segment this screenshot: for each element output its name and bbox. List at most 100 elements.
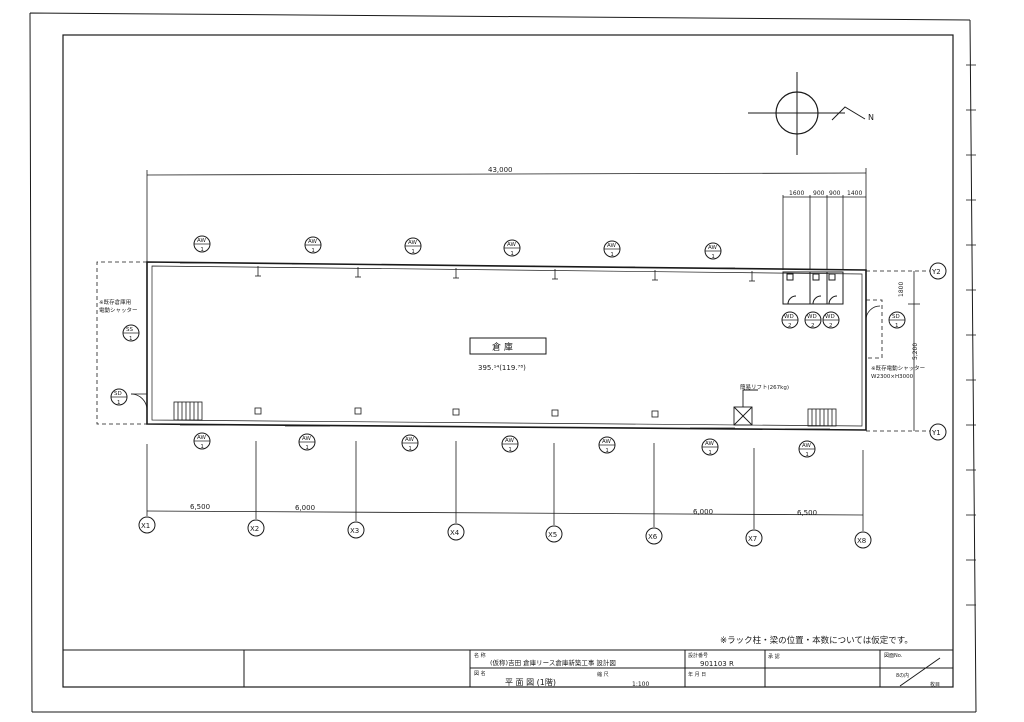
grid-x3-label: X3: [350, 527, 359, 535]
right-note-line1: ※既存電動シャッター: [871, 364, 925, 372]
dim-bottom-1: 6,500: [190, 503, 210, 511]
window-tag-top-2: AW 1: [304, 236, 322, 254]
tag-ss-code: SS: [126, 327, 133, 333]
tb-sheet-no: 8の内: [896, 672, 909, 679]
grid-bubble-x7: X7: [745, 529, 763, 547]
window-tag-num: 1: [708, 450, 712, 456]
window-tag-bottom-3: AW 1: [401, 434, 419, 452]
grid-bubble-x8: X8: [854, 531, 872, 549]
window-tag-bottom-6: AW 1: [701, 438, 719, 456]
tag-sd-left-code: SD: [114, 391, 122, 397]
title-block: [63, 649, 953, 687]
tb-scale-label: 縮 尺: [597, 671, 609, 678]
right-edge-ticks: [966, 64, 976, 606]
north-arrow-icon: [748, 72, 866, 155]
tag-sd-right-code: SD: [892, 314, 900, 320]
window-tag-num: 1: [311, 248, 315, 254]
dim-1400: 1400: [847, 190, 862, 197]
window-tag-top-6: AW1: [704, 242, 722, 260]
window-tag-num: 1: [711, 254, 715, 260]
window-tag-code: AW: [507, 242, 516, 248]
window-tag-code: AW: [308, 239, 317, 245]
tb-date-label: 年 月 日: [688, 671, 706, 678]
window-tag-code: AW: [802, 443, 811, 449]
drawing-frame: [62, 34, 954, 688]
room-name: 倉 庫: [492, 341, 513, 353]
grid-y1-label: Y1: [931, 429, 941, 437]
tb-name-value: (仮称)吉田 倉庫リース倉庫新築工事 設計図: [490, 658, 616, 667]
window-tag-num: 1: [200, 247, 204, 253]
window-tag-num: 1: [610, 252, 614, 258]
room-name-box: [469, 337, 547, 355]
dim-bottom-2: 6,000: [295, 504, 315, 512]
window-tag-top-4: AW 1: [503, 239, 521, 257]
door-tag-wd-2: WD 2: [804, 311, 822, 329]
lift-icon: [733, 389, 758, 426]
tb-scale: 1:100: [632, 681, 649, 688]
door-tag-sd-right: SD 1: [888, 311, 906, 329]
door-tag-wd-3: WD 2: [822, 311, 840, 329]
tag-wd-1-num: 2: [788, 323, 792, 329]
window-tag-bottom-1: AW1: [193, 432, 211, 450]
window-tag-code: AW: [405, 437, 414, 443]
window-tag-num: 1: [605, 448, 609, 454]
rack-columns: [254, 266, 755, 418]
grid-bubble-x1: X1: [138, 516, 156, 534]
dim-bottom-4: 6,500: [797, 509, 817, 517]
window-tag-bottom-5: AW 1: [598, 436, 616, 454]
grid-x8-label: X8: [857, 537, 866, 545]
top-window-marks: [180, 262, 735, 269]
grid-x4-label: X4: [450, 529, 460, 537]
dim-1800: 1800: [898, 282, 905, 297]
tb-drawing-no: 901103 R: [700, 660, 734, 668]
door-tag-sd-left: SD 1: [110, 388, 128, 406]
window-tag-code: AW: [302, 436, 311, 442]
grid-bubble-x4: X4: [447, 523, 465, 541]
grid-bubble-x3: X3: [347, 521, 365, 539]
grid-bubble-x6: X6: [645, 527, 663, 545]
tb-sheet-label: 図面No.: [884, 653, 903, 659]
tag-wd-1-code: WD: [784, 314, 794, 320]
window-tag-bottom-2: AW 1: [298, 433, 316, 451]
grid-x2-label: X2: [250, 525, 259, 533]
window-tag-code: AW: [705, 441, 714, 447]
window-tag-code: AW: [505, 438, 514, 444]
grid-x7-label: X7: [748, 535, 757, 543]
wc-block: [782, 271, 844, 305]
bottom-dimension-line: [146, 510, 864, 516]
window-tag-num: 1: [805, 452, 809, 458]
top-right-dimension-chain: [782, 195, 866, 270]
building-inner-wall: [151, 265, 863, 427]
tag-sd-right-num: 1: [895, 323, 899, 329]
grid-bubble-x2: X2: [247, 519, 265, 537]
left-door-swing: [130, 393, 148, 411]
window-tag-num: 1: [408, 446, 412, 452]
tag-sd-left-num: 1: [117, 400, 121, 406]
dim-1600: 1600: [789, 190, 804, 197]
tb-approve-label: 承 認: [768, 653, 780, 660]
tb-sheet-corner: 枚目: [930, 681, 940, 688]
left-note-line2: 電動シャッター: [99, 306, 138, 314]
window-tag-code: AW: [602, 439, 611, 445]
window-tag-bottom-4: AW 1: [501, 435, 519, 453]
dim-5200: 5,200: [912, 343, 919, 360]
overall-dimension-line: [146, 168, 867, 270]
tag-wd-2-num: 2: [811, 323, 815, 329]
window-tag-num: 1: [305, 445, 309, 451]
left-shutter-outline: [96, 261, 147, 425]
window-tag-num: 1: [510, 251, 514, 257]
grid-x5-label: X5: [548, 531, 557, 539]
grid-x1-label: X1: [141, 522, 150, 530]
left-door-marker: [131, 380, 148, 395]
window-tag-bottom-7: AW 1: [798, 440, 816, 458]
window-tag-code: AW: [607, 243, 616, 249]
window-tag-code: AW: [197, 435, 206, 441]
window-tag-num: 1: [508, 447, 512, 453]
tb-name-label: 名 称: [474, 652, 486, 659]
bottom-window-marks: [180, 424, 830, 430]
tb-drawing-no-label: 設計番号: [688, 652, 708, 659]
window-tag-code: AW: [408, 240, 417, 246]
right-note-line2: W2300×H3000: [871, 374, 914, 380]
tag-wd-2-code: WD: [807, 314, 817, 320]
